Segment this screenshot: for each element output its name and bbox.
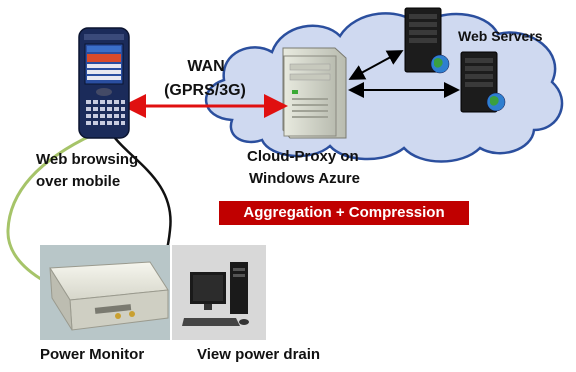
phone-caption-line2: over mobile [36, 173, 121, 190]
wan-label: WAN [187, 58, 225, 75]
cloud-proxy-server [282, 47, 347, 139]
phone-caption-line1: Web browsing [36, 151, 139, 168]
web-server-1 [404, 7, 450, 74]
mobile-phone [78, 27, 130, 139]
cloud-proxy-caption-line2: Windows Azure [249, 170, 360, 187]
web-servers-label: Web Servers [458, 28, 543, 44]
web-server-2 [460, 51, 506, 113]
view-power-drain-caption: View power drain [197, 346, 321, 363]
power-monitor-photo [40, 245, 170, 340]
cloud-proxy-caption-line1: Cloud-Proxy on [247, 148, 359, 165]
aggregation-compression-badge: Aggregation + Compression [219, 201, 469, 225]
proxy-server1-link [348, 50, 404, 80]
computer-photo [172, 245, 266, 340]
wan-technology-label: (GPRS/3G) [164, 82, 246, 99]
power-monitor-caption: Power Monitor [40, 346, 145, 363]
